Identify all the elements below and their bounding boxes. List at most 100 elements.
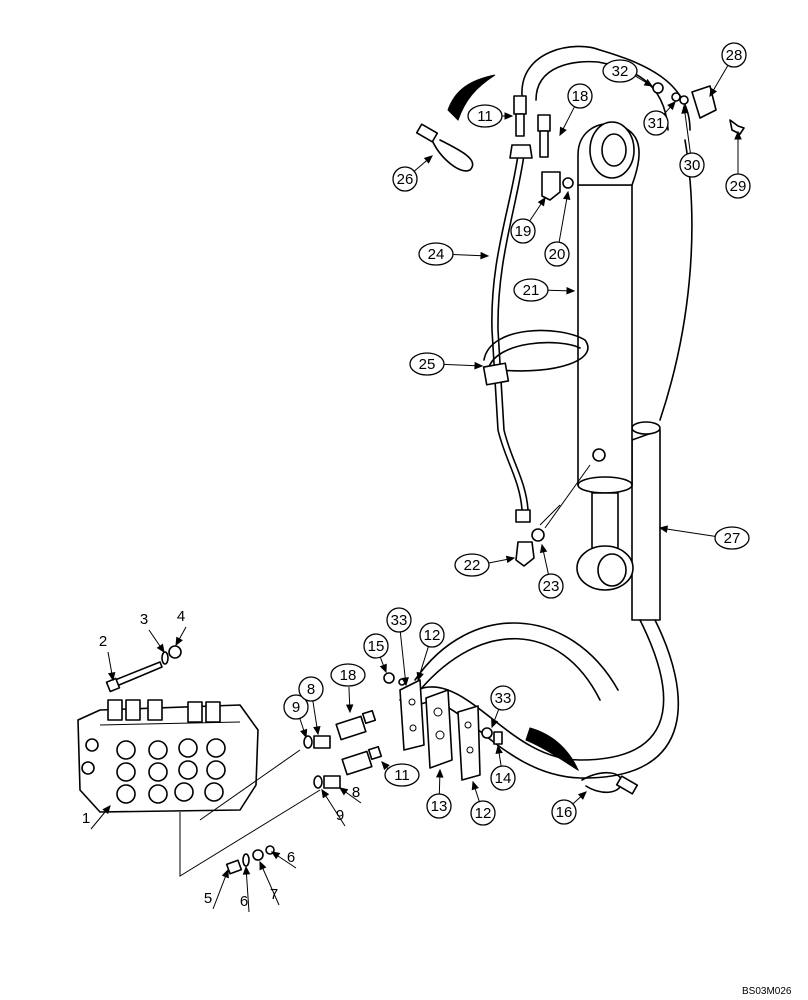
callout-oval: [409, 352, 445, 376]
leader-arrowhead: [221, 868, 229, 879]
callout-number: 31: [648, 115, 665, 132]
clamp-block-12-lower: [457, 705, 481, 781]
callout-number: 29: [730, 178, 747, 195]
callout-22: 22: [454, 553, 516, 577]
leader-arrowhead: [681, 104, 689, 114]
part-label-6: 6: [240, 865, 251, 913]
callout-33: 33: [386, 607, 412, 687]
part-number: 6: [287, 849, 295, 866]
leader-arrowhead: [505, 555, 516, 564]
part-label-5: 5: [204, 868, 229, 910]
callout-circle: [679, 152, 705, 178]
callout-number: 9: [292, 699, 300, 716]
leader-arrowhead: [175, 636, 183, 647]
callout-number: 11: [477, 108, 493, 125]
leader-arrowhead: [416, 671, 424, 682]
callout-number: 18: [340, 667, 357, 684]
callout-33: 33: [490, 685, 516, 729]
callout-11: 11: [381, 761, 420, 787]
part-label-7: 7: [259, 860, 280, 906]
callout-11: 11: [467, 104, 514, 128]
callout-23: 23: [538, 543, 564, 599]
leader-line: [245, 866, 250, 913]
leader-arrowhead: [423, 155, 433, 164]
leader-arrowhead: [559, 126, 567, 137]
part-number: 4: [177, 608, 185, 625]
leader-arrowhead: [471, 780, 479, 791]
callout-circle: [386, 607, 412, 633]
callout-circle: [490, 765, 516, 791]
callout-oval: [714, 526, 750, 550]
leader-arrowhead: [734, 130, 742, 140]
callout-29: 29: [725, 130, 751, 199]
fitting-11-upper: [513, 95, 527, 137]
callout-20: 20: [544, 190, 571, 267]
leader-arrowhead: [504, 112, 514, 120]
leader-arrowhead: [345, 704, 354, 714]
callout-oval: [467, 104, 503, 128]
callout-31: 31: [643, 101, 676, 136]
leader-arrowhead: [539, 543, 548, 554]
callout-number: 33: [495, 690, 512, 707]
callout-circle: [490, 685, 516, 711]
leader-arrowhead: [242, 865, 251, 875]
leader-arrowhead: [381, 761, 390, 771]
callout-number: 30: [684, 157, 701, 174]
nut-4: [168, 645, 182, 659]
leader-arrowhead: [566, 287, 576, 295]
callout-number: 8: [307, 681, 315, 698]
bolt-14: [481, 727, 503, 745]
coupler-18: [335, 709, 377, 741]
part-number: 9: [336, 807, 344, 824]
part-label-8: 8: [338, 784, 362, 804]
leader-line: [558, 191, 569, 243]
callout-circle: [643, 110, 669, 136]
callout-number: 27: [724, 530, 741, 547]
callout-18: 18: [330, 663, 366, 714]
leader-arrowhead: [300, 728, 308, 739]
leader-arrowhead: [379, 663, 387, 674]
routing-arrow-lower: [525, 727, 580, 772]
callout-oval: [330, 663, 366, 687]
callout-25: 25: [409, 352, 484, 376]
leader-line: [659, 527, 716, 537]
adapter-8-lower: [313, 775, 341, 789]
callout-oval: [418, 242, 454, 266]
nut-15: [383, 672, 406, 686]
leader-arrowhead: [313, 726, 321, 736]
part-number: 6: [240, 893, 248, 910]
callout-circle: [725, 173, 751, 199]
callout-circle: [567, 83, 593, 109]
callout-number: 18: [572, 88, 589, 105]
leader-arrowhead: [491, 718, 499, 729]
leader-arrowhead: [709, 87, 718, 98]
callout-number: 11: [394, 767, 410, 784]
callout-number: 20: [549, 246, 566, 263]
callout-circle: [419, 622, 445, 648]
callout-9: 9: [283, 694, 309, 739]
callout-number: 16: [556, 804, 573, 821]
cable-tie-16: [581, 771, 639, 795]
callout-number: 23: [543, 578, 560, 595]
leader-arrowhead: [436, 768, 444, 778]
callout-circle: [510, 218, 536, 244]
callout-18: 18: [559, 83, 593, 137]
leader-arrowhead: [495, 744, 503, 754]
callout-oval: [602, 59, 638, 83]
callout-19: 19: [510, 196, 546, 244]
clamp-block-12-upper: [399, 679, 425, 751]
bolt-5-assembly: [225, 845, 275, 875]
leader-arrowhead: [259, 860, 267, 871]
leader-arrowhead: [102, 805, 111, 815]
leader-arrowhead: [270, 851, 281, 860]
callout-number: 33: [391, 612, 408, 629]
part-number: 8: [352, 784, 360, 801]
leader-line: [399, 631, 407, 686]
callout-circle: [426, 793, 452, 819]
callout-number: 25: [419, 356, 436, 373]
bolt-2: [105, 661, 163, 693]
part-number: 7: [270, 886, 278, 903]
tube-24: [491, 144, 533, 523]
callout-layer: 1118322831302926192024212527222333151218…: [283, 42, 751, 826]
leader-arrowhead: [562, 190, 571, 201]
